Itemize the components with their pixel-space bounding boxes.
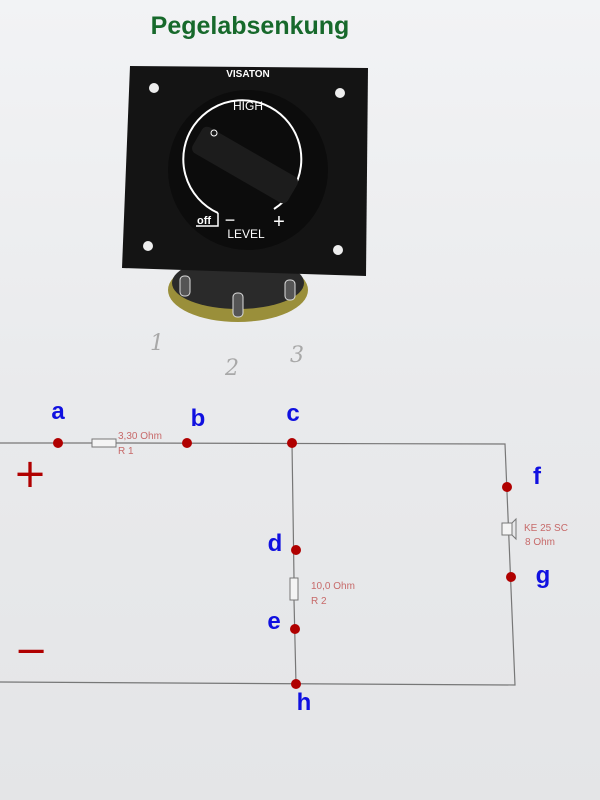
resistor-r2 xyxy=(289,577,299,601)
terminal-3 xyxy=(284,279,296,301)
node-dots xyxy=(53,438,516,689)
node-dot-f[interactable] xyxy=(502,482,512,492)
r2-value: 10,0 Ohm xyxy=(311,581,355,592)
plus-label: + xyxy=(273,211,285,233)
node-label-h: h xyxy=(297,689,312,716)
r1-name: R 1 xyxy=(118,446,134,457)
mount-hole xyxy=(149,83,159,93)
brand-logo: VISATON xyxy=(226,69,270,80)
terminal-number-2: 2 xyxy=(224,356,239,381)
node-dot-e[interactable] xyxy=(290,624,300,634)
terminal-2 xyxy=(232,292,244,318)
knob-indicator xyxy=(210,129,218,137)
node-label-b: b xyxy=(191,405,206,432)
off-label: off xyxy=(197,215,211,227)
node-label-d: d xyxy=(268,530,283,557)
main-loop-wire xyxy=(0,442,516,686)
minus-sign: − xyxy=(14,628,48,674)
scale-arc xyxy=(182,99,303,214)
node-dot-d[interactable] xyxy=(291,545,301,555)
resistor-r1 xyxy=(91,438,117,448)
node-label-g: g xyxy=(536,562,551,589)
terminal-number-3: 3 xyxy=(290,343,304,368)
page-title: Pegelabsenkung xyxy=(150,12,350,40)
node-dot-h[interactable] xyxy=(291,679,301,689)
level-attenuator-device: VISATON HIGH LEVEL off − + xyxy=(122,66,368,322)
terminal-number-1: 1 xyxy=(150,331,164,356)
node-dot-g[interactable] xyxy=(506,572,516,582)
node-label-a: a xyxy=(51,398,65,425)
r1-value: 3,30 Ohm xyxy=(118,431,162,442)
high-label: HIGH xyxy=(233,99,263,113)
node-label-f: f xyxy=(533,463,542,490)
level-label: LEVEL xyxy=(227,227,265,241)
speaker-symbol xyxy=(501,517,517,541)
terminal-1 xyxy=(179,275,191,297)
shunt-wire xyxy=(291,442,297,685)
node-label-c: c xyxy=(286,400,299,427)
speaker-model: KE 25 SC xyxy=(524,523,568,534)
mount-hole xyxy=(333,245,343,255)
off-marker xyxy=(196,213,219,227)
node-dot-a[interactable] xyxy=(53,438,63,448)
node-dot-c[interactable] xyxy=(287,438,297,448)
node-dot-b[interactable] xyxy=(182,438,192,448)
wires xyxy=(0,442,516,686)
mount-hole xyxy=(335,88,345,98)
node-label-e: e xyxy=(267,608,280,635)
knob[interactable] xyxy=(190,125,300,206)
speaker-impedance: 8 Ohm xyxy=(525,537,555,548)
plus-sign: + xyxy=(13,451,47,497)
r2-name: R 2 xyxy=(311,596,327,607)
minus-label: − xyxy=(225,210,236,230)
mount-hole xyxy=(143,241,153,251)
